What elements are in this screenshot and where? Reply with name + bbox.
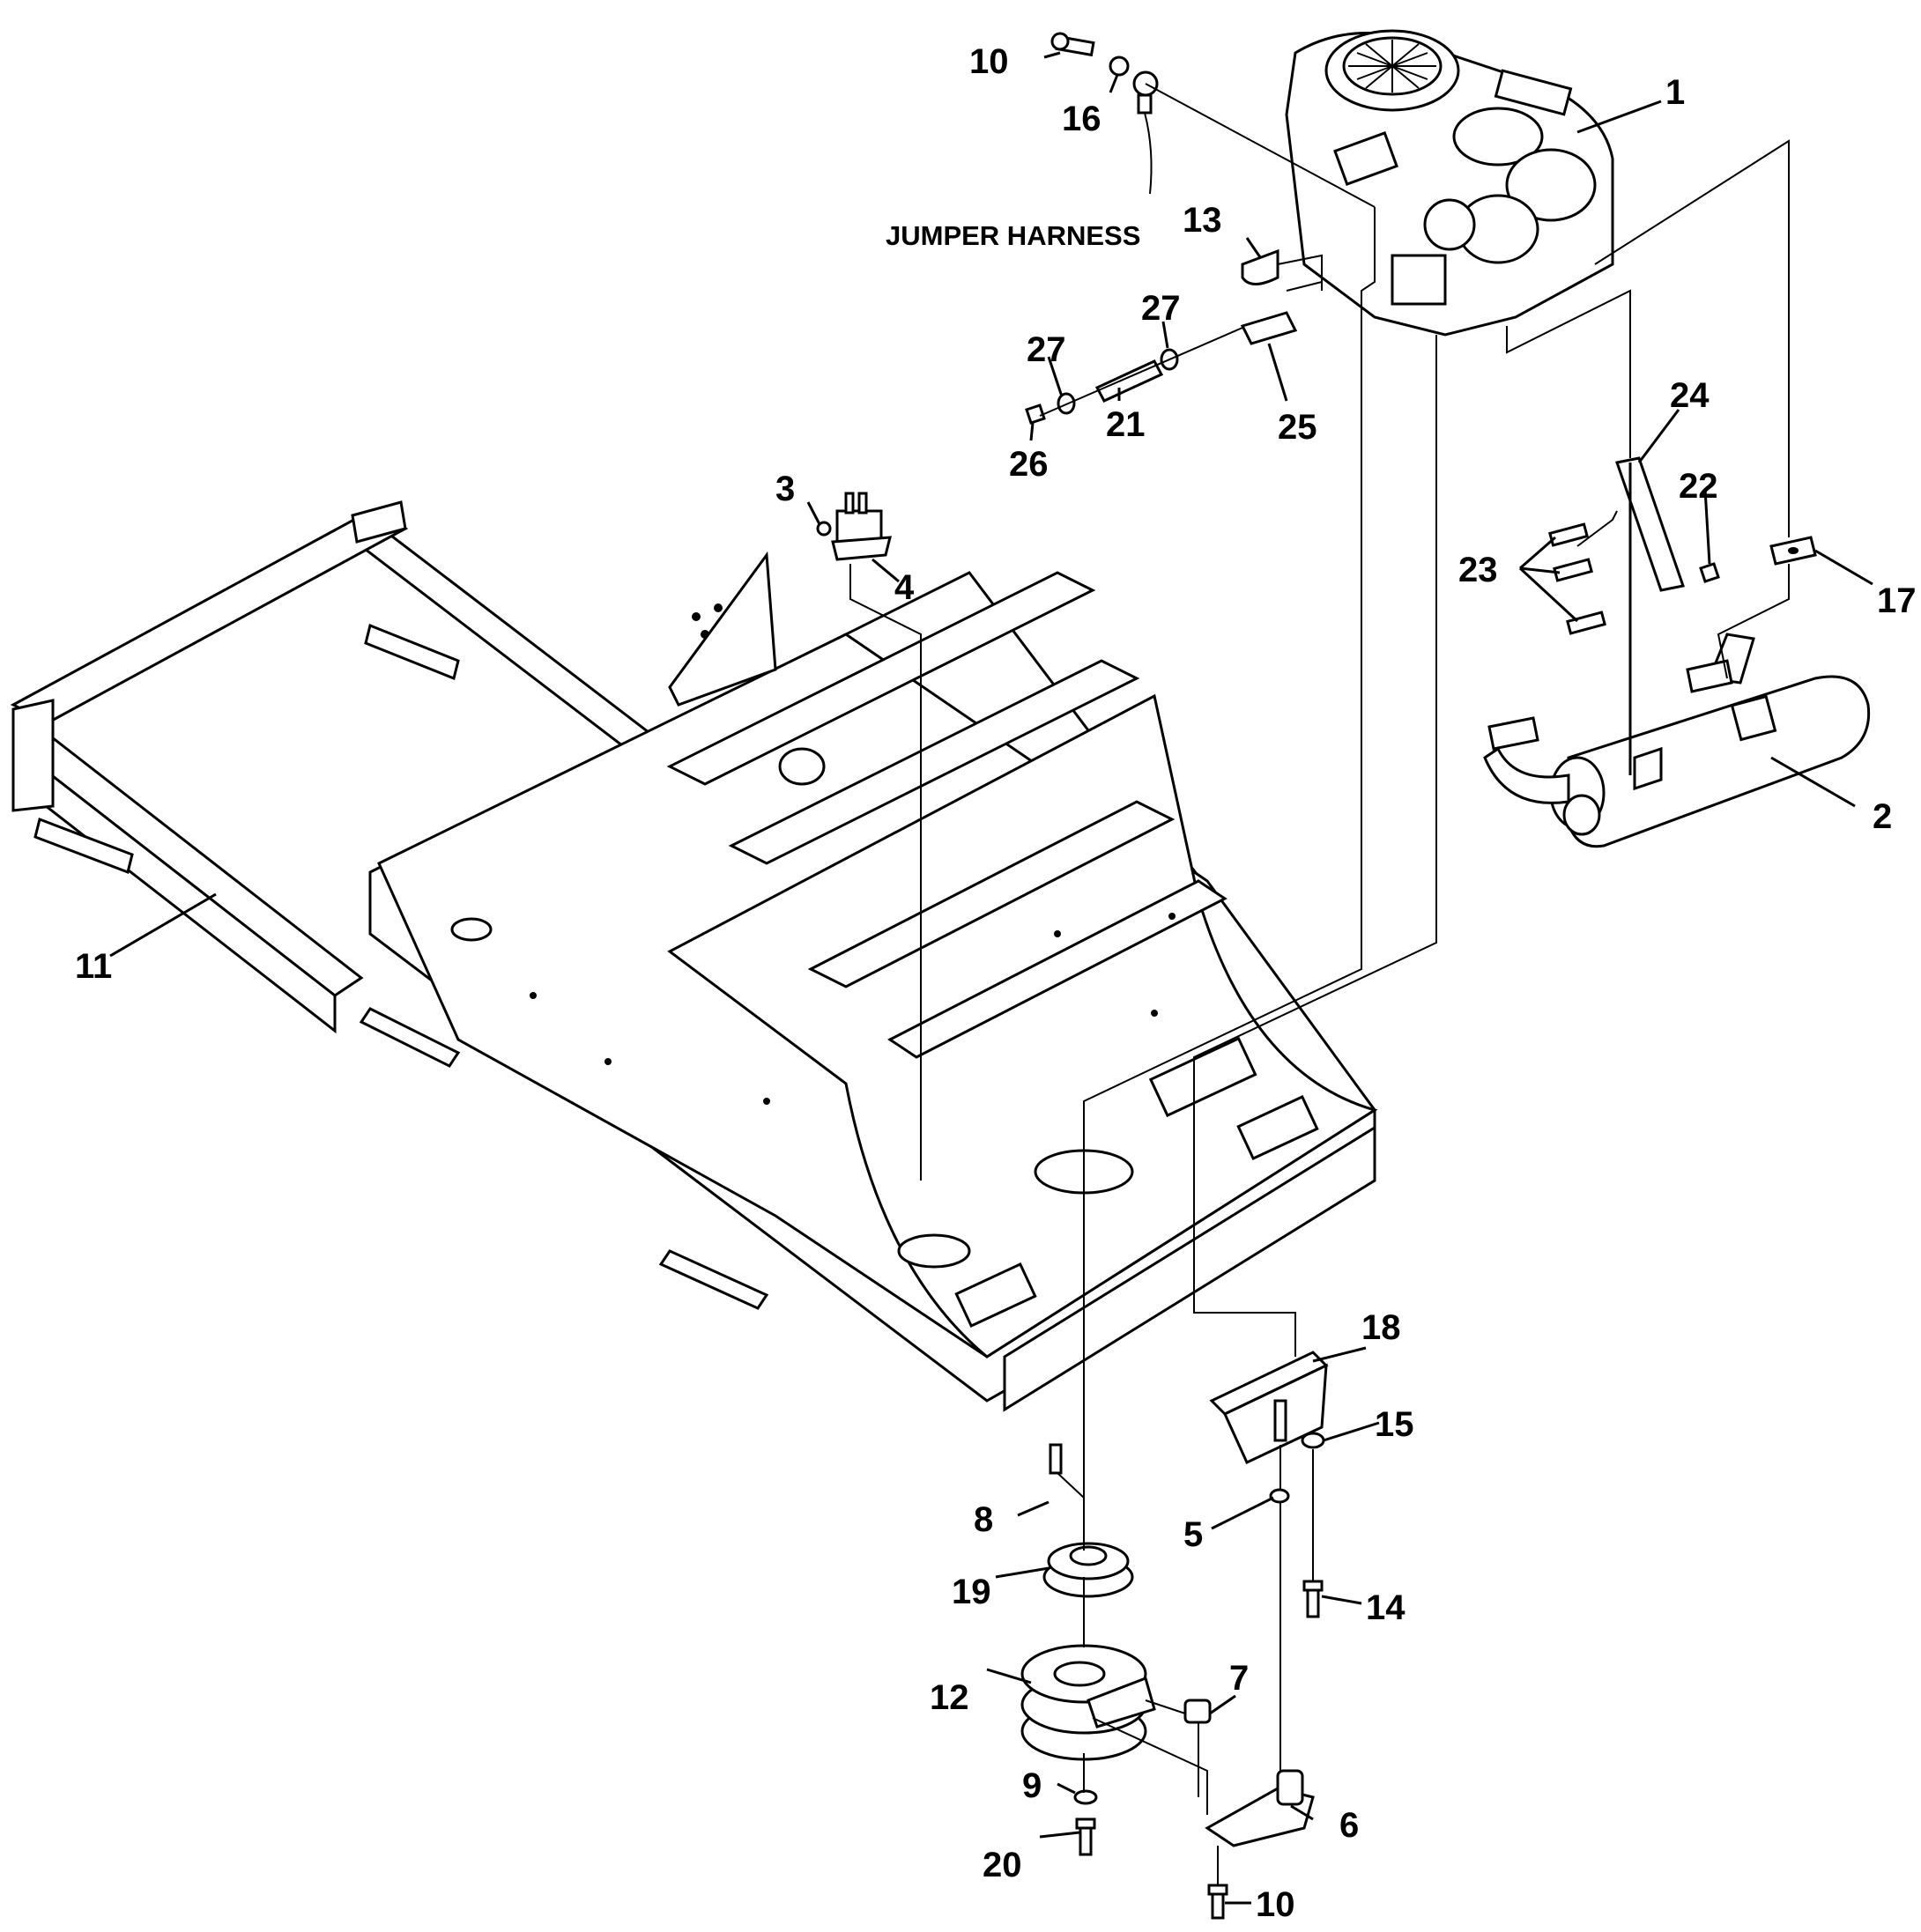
washer-9 bbox=[1073, 1789, 1098, 1805]
callout-11: 11 bbox=[75, 947, 112, 986]
bracket-6 bbox=[1205, 1769, 1315, 1847]
callout-16: 16 bbox=[1062, 100, 1101, 138]
callout-21: 21 bbox=[1106, 405, 1146, 444]
callout-6: 6 bbox=[1339, 1806, 1359, 1845]
sensor-25 bbox=[1240, 311, 1298, 345]
switch-4 bbox=[831, 492, 892, 561]
callout-18: 18 bbox=[1361, 1308, 1401, 1347]
bolt-10-top bbox=[1050, 32, 1095, 57]
nut-22 bbox=[1699, 562, 1720, 583]
callout-4: 4 bbox=[894, 568, 915, 607]
callout-27-right: 27 bbox=[1141, 289, 1181, 328]
bolt-10-bottom bbox=[1207, 1884, 1228, 1920]
callout-1: 1 bbox=[1665, 73, 1685, 112]
washer-16 bbox=[1109, 56, 1130, 77]
exhaust-gasket bbox=[1769, 536, 1817, 566]
washer-5 bbox=[1269, 1488, 1290, 1504]
callout-22: 22 bbox=[1679, 467, 1718, 506]
callout-19: 19 bbox=[952, 1573, 991, 1611]
callout-20: 20 bbox=[983, 1846, 1022, 1884]
callout-2: 2 bbox=[1873, 797, 1892, 836]
assembly-lines bbox=[849, 83, 1790, 1885]
callout-8: 8 bbox=[974, 1500, 993, 1539]
callout-7: 7 bbox=[1229, 1659, 1249, 1698]
callout-25: 25 bbox=[1278, 408, 1317, 447]
callout-10-bottom: 10 bbox=[1256, 1885, 1295, 1924]
callout-10-top: 10 bbox=[969, 42, 1009, 81]
callout-23: 23 bbox=[1458, 551, 1498, 589]
bolt-20 bbox=[1075, 1817, 1096, 1856]
fitting-21 bbox=[1094, 359, 1164, 403]
muffler bbox=[1483, 633, 1871, 848]
clutch-12 bbox=[1020, 1644, 1156, 1761]
bolts-23 bbox=[1548, 522, 1606, 635]
nut-3 bbox=[816, 521, 832, 537]
callout-26: 26 bbox=[1009, 445, 1049, 484]
clamp-13 bbox=[1241, 248, 1279, 285]
callout-9: 9 bbox=[1022, 1766, 1042, 1805]
frame-chassis bbox=[10, 500, 1378, 1412]
callout-27-left: 27 bbox=[1027, 330, 1066, 369]
callout-13: 13 bbox=[1183, 201, 1222, 240]
washer-15 bbox=[1301, 1432, 1325, 1449]
callout-17: 17 bbox=[1877, 581, 1917, 620]
bolt-14 bbox=[1302, 1580, 1324, 1618]
pin-post bbox=[1273, 1399, 1287, 1442]
ring-terminal bbox=[1132, 70, 1159, 195]
pin-8 bbox=[1049, 1443, 1063, 1475]
callout-24: 24 bbox=[1670, 376, 1710, 415]
callout-5: 5 bbox=[1183, 1515, 1203, 1554]
jumper-harness-label: JUMPER HARNESS bbox=[886, 220, 1140, 251]
spacer-7 bbox=[1183, 1699, 1212, 1724]
callout-15: 15 bbox=[1375, 1405, 1414, 1444]
callout-3: 3 bbox=[775, 470, 795, 508]
plug-26 bbox=[1025, 403, 1046, 425]
engine bbox=[1285, 29, 1614, 337]
muffler-bracket bbox=[1615, 456, 1685, 791]
callout-14: 14 bbox=[1366, 1588, 1406, 1627]
pulley-19 bbox=[1042, 1542, 1134, 1598]
leader-lines bbox=[109, 51, 1873, 1905]
callout-12: 12 bbox=[930, 1678, 969, 1717]
